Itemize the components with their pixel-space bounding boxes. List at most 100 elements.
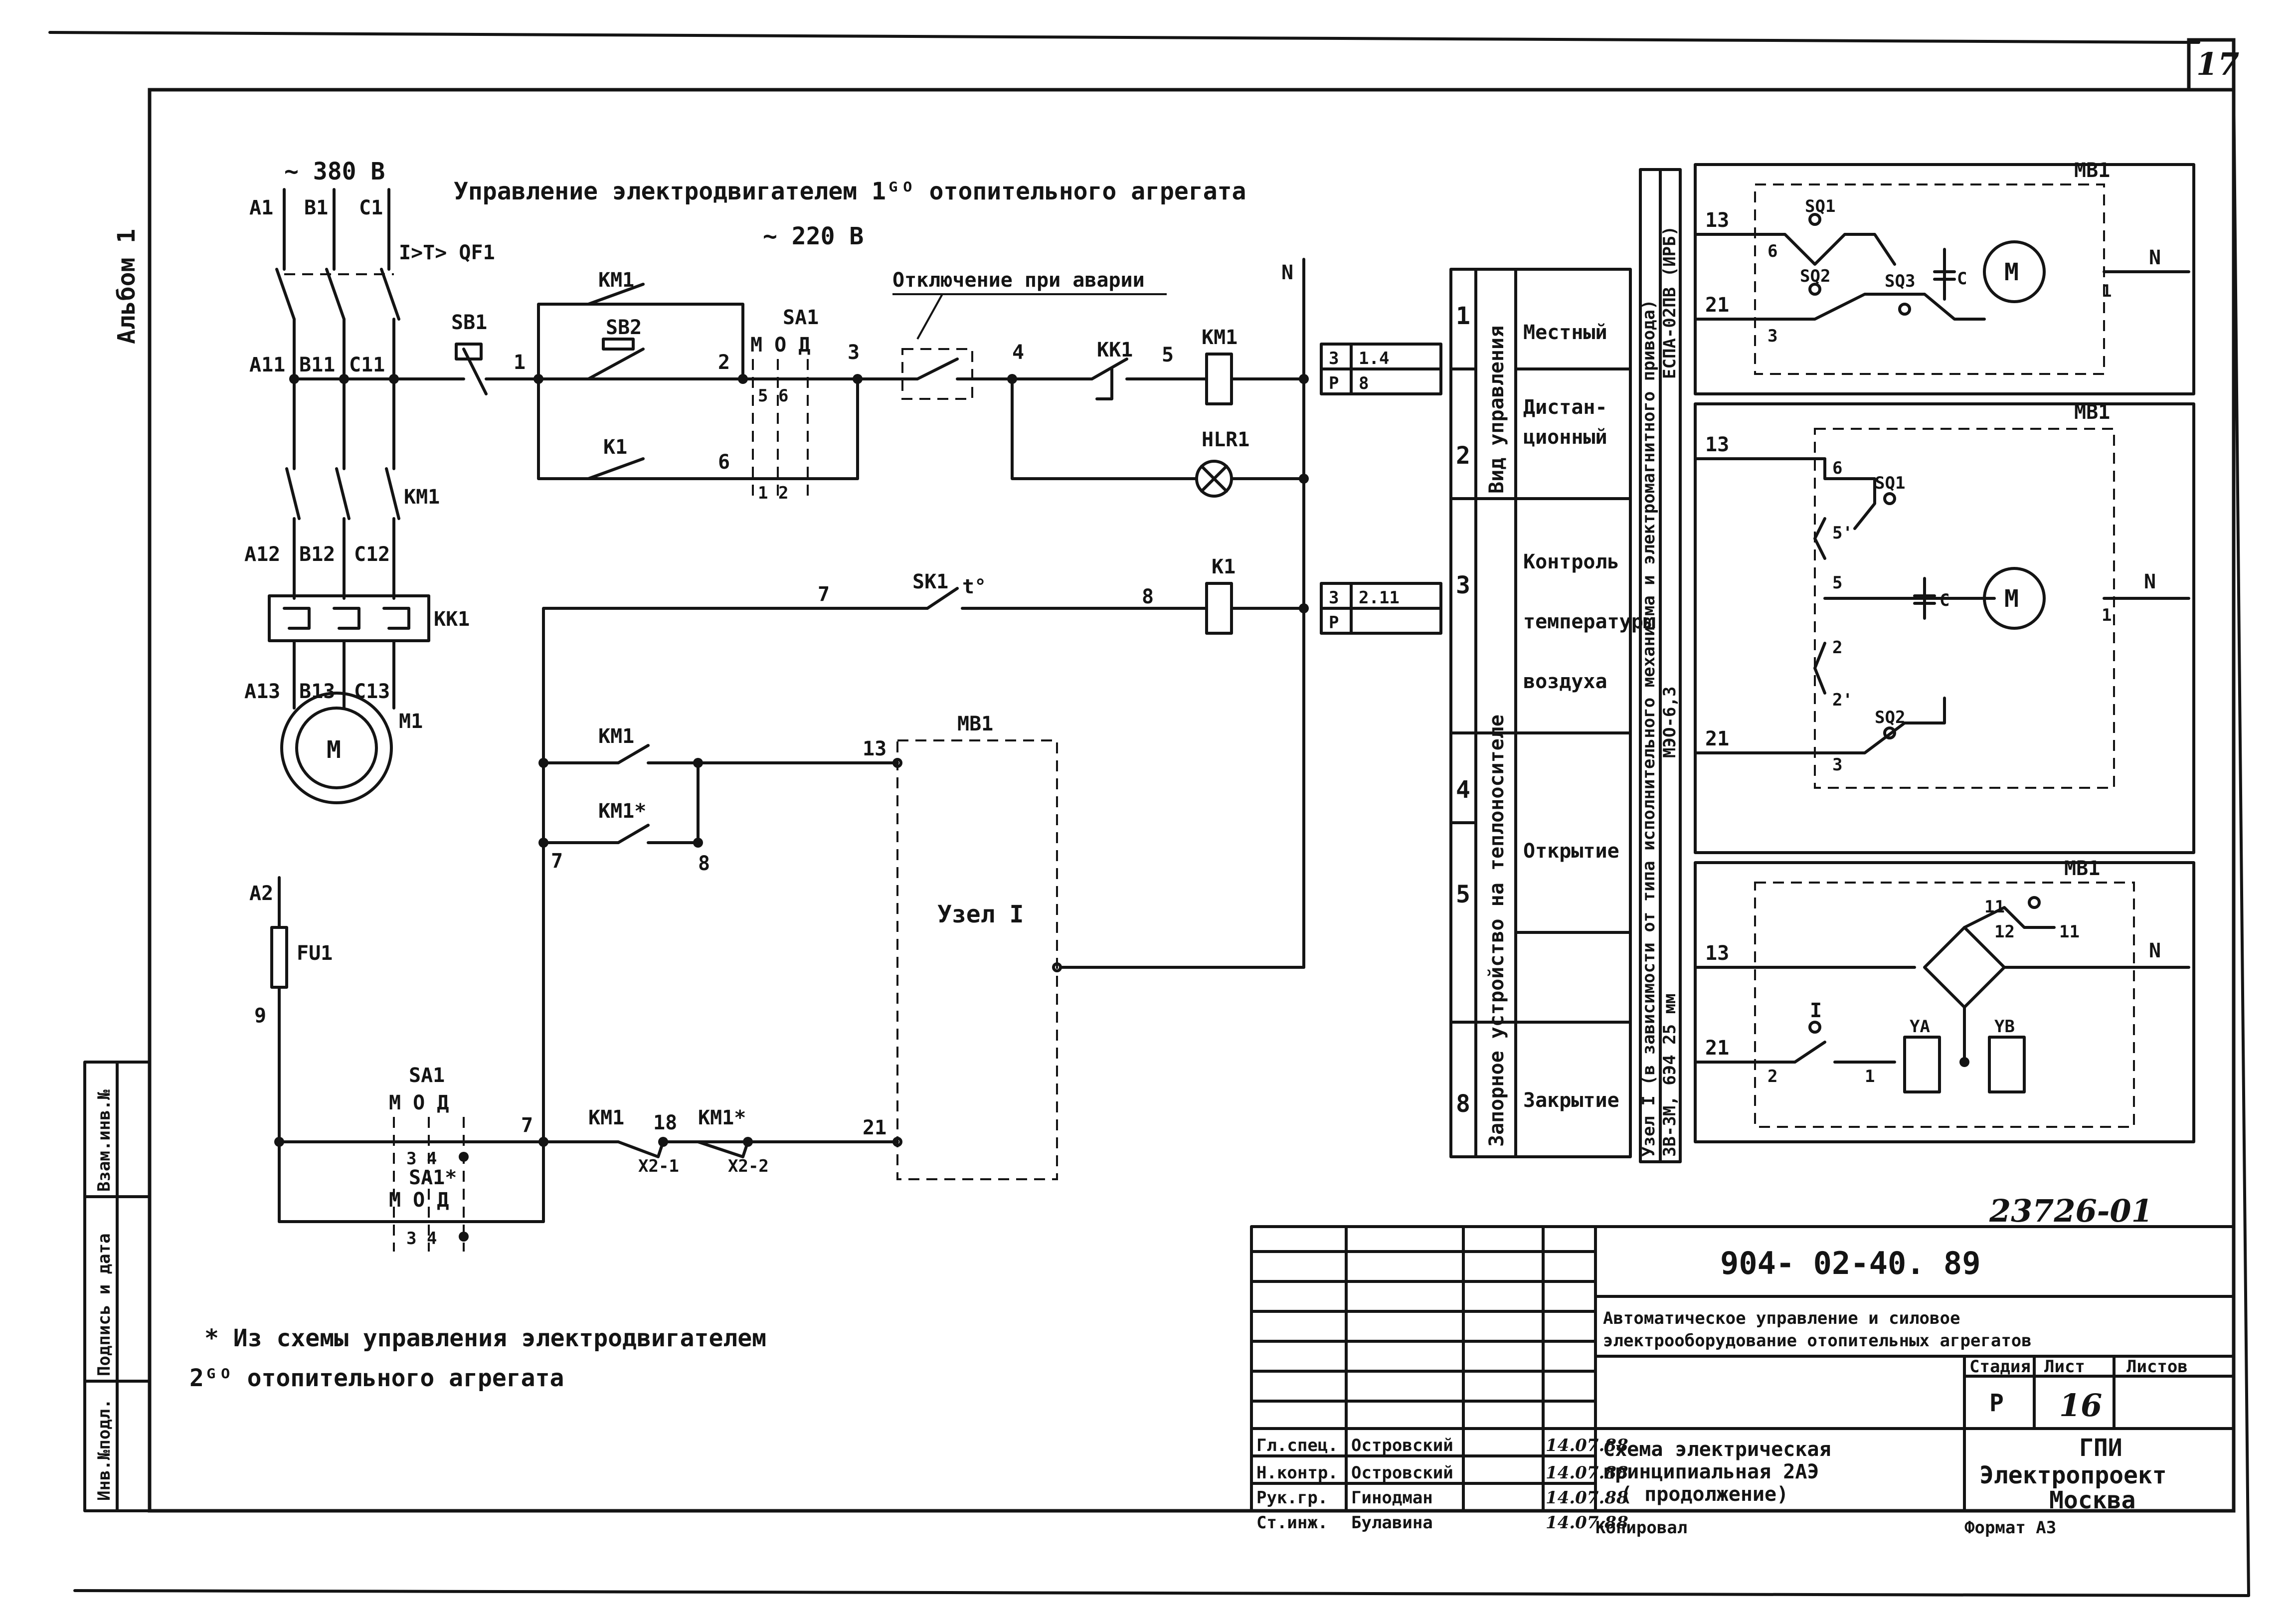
sa1-contacts-top: 5 6 — [758, 386, 788, 406]
terminal-label: Х2-1 — [638, 1156, 679, 1176]
terminal-number: 1 — [2102, 605, 2112, 625]
sb2-label: SB2 — [606, 316, 642, 339]
supply-voltage: ~ 380 В — [284, 158, 385, 185]
sheet-value: 16 — [2059, 1387, 2102, 1424]
thermal-relay-label: КК1 — [434, 608, 470, 631]
terminal-number: 1 — [2102, 281, 2112, 301]
sk1-label: SK1 — [912, 570, 948, 593]
sb1-label: SB1 — [451, 311, 487, 334]
node-variant-3: 13 21 N 2 1 11 12 11 I YA YB МВ1 — [1694, 857, 2195, 1143]
table-row-text: Дистан-ционный — [1523, 396, 1607, 449]
wire-number: 18 — [653, 1111, 677, 1134]
node-variant-2: М N 13 21 6 5' 5 2 2' 3 1 SQ1 SQ2 С МВ1 — [1694, 401, 2195, 854]
capacitor-label: С — [1957, 269, 1967, 289]
km1-contact2-label: КМ1 — [598, 725, 634, 748]
side-column — [1639, 168, 1682, 1163]
phase-label: А11 — [249, 354, 285, 376]
stage-value: Р — [1989, 1389, 2004, 1417]
signer-role: Рук.гр. — [1256, 1488, 1328, 1508]
table-row-text: Закрытие — [1523, 1089, 1619, 1112]
table-row-text: Открытие — [1523, 840, 1619, 863]
neutral-label: N — [1281, 261, 1293, 284]
switch-label: SQ1 — [1805, 196, 1835, 216]
km1-star-label: КМ1* — [598, 800, 646, 823]
wire-number: 7 — [551, 850, 563, 873]
sa1-lower-positions: М О Д — [389, 1091, 449, 1114]
group-label: Запорное устройство на теплоносителе — [1485, 715, 1508, 1147]
node-variant-1: М N 13 21 6 3 1 SQ1 SQ2 SQ3 С МВ1 — [1694, 159, 2195, 395]
phase-label: С1 — [359, 196, 383, 219]
ref-km1-cell: 1.4 — [1359, 349, 1389, 368]
side-text: ЕСПА-02ПВ (ИРБ) — [1660, 226, 1680, 379]
sa1-label: SA1 — [783, 306, 819, 329]
emergency-label: Отключение при аварии — [892, 269, 1145, 292]
wire-number: 13 — [1705, 209, 1729, 232]
side-text: МЭО-6,3 — [1660, 687, 1680, 758]
temperature-symbol: t° — [962, 575, 986, 598]
terminal-label: Х2-2 — [728, 1156, 769, 1176]
switch-label: SQ1 — [1875, 473, 1905, 493]
wire-number: 7 — [521, 1114, 533, 1137]
phase-label: В11 — [299, 354, 335, 376]
wire-number: 8 — [1142, 585, 1154, 608]
power-circuit: А1 В1 С1 I>T> QF1 А11 В11 С11 КМ1 А12 В1… — [244, 188, 495, 1223]
footnote-line2: 2ᴳᴼ отопительного агрегата — [189, 1364, 564, 1392]
stamp-inv-label: Инв.№подл. — [94, 1399, 114, 1501]
function-table — [1449, 268, 1632, 1158]
format-label: Формат А3 — [1964, 1518, 2056, 1538]
terminal-number: 11 — [2059, 922, 2080, 942]
coil-label: YB — [1994, 1017, 2015, 1037]
stage-header: Стадия — [1969, 1357, 2031, 1377]
motor-symbol: М — [2004, 585, 2019, 613]
sa1-star-contacts: 3 4 — [406, 1229, 437, 1249]
signer-date: 14.07.88 — [1546, 1436, 1628, 1455]
wire-number: 21 — [863, 1116, 886, 1139]
neutral-label: N — [2149, 246, 2161, 269]
table-row-number: 1 — [1456, 302, 1470, 330]
k1-contact-label: К1 — [603, 436, 627, 459]
signer-name: Островский — [1351, 1436, 1453, 1455]
signer-name: Булавина — [1351, 1513, 1433, 1533]
wire-number: 5 — [1162, 344, 1174, 366]
ref-km1-cell: 8 — [1359, 373, 1369, 393]
wire-number: 21 — [1705, 1037, 1729, 1060]
ref-k1-cell: Р — [1329, 613, 1339, 633]
table-row-number: 3 — [1456, 571, 1470, 599]
wire-number: 13 — [1705, 433, 1729, 456]
terminal-number: 3 — [1832, 755, 1842, 775]
table-row-number: 8 — [1456, 1090, 1470, 1118]
signer-name: Островский — [1351, 1463, 1453, 1483]
table-row-number: 4 — [1456, 776, 1470, 804]
footnote-line1: * Из схемы управления электродвигателем — [204, 1324, 766, 1352]
signer-date: 14.07.88 — [1546, 1488, 1628, 1508]
k1-coil-label: К1 — [1212, 555, 1236, 578]
title-block — [1250, 1225, 2235, 1512]
switch-label: I — [1810, 999, 1822, 1022]
wire-number: 1 — [514, 351, 526, 374]
sa1-lower-contacts: 3 4 — [406, 1149, 437, 1169]
table-row-number: 2 — [1456, 442, 1470, 470]
fuse-label: FU1 — [297, 942, 333, 965]
switch-label: SQ2 — [1875, 708, 1905, 727]
switch-label: SQ3 — [1885, 271, 1915, 291]
phase-label: С12 — [354, 543, 390, 566]
stamp-sign-label: Подпись и дата — [94, 1233, 114, 1376]
signer-role: Ст.инж. — [1256, 1513, 1328, 1533]
wire-number: 21 — [1705, 294, 1729, 317]
sa1-star-label: SA1* — [409, 1166, 457, 1189]
signer-date: 14.07.88 — [1546, 1463, 1628, 1483]
ref-km1-cell: Р — [1329, 373, 1339, 393]
motor-label: М1 — [399, 710, 423, 733]
album-label: Альбом 1 — [113, 229, 141, 344]
signer-name: Гинодман — [1351, 1488, 1433, 1508]
phase-label: А13 — [244, 680, 280, 703]
page-number: 17 — [2196, 46, 2239, 82]
node-label: Узел I — [937, 901, 1024, 928]
wire-number: 7 — [818, 583, 830, 606]
phase-label: С11 — [349, 354, 385, 376]
phase-label: А12 — [244, 543, 280, 566]
phase-label: В12 — [299, 543, 335, 566]
